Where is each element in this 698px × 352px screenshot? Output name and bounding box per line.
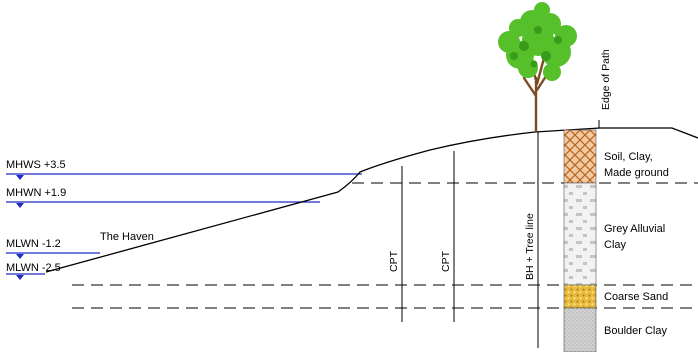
edge-of-path-label: Edge of Path (600, 49, 612, 110)
stratum-clay-fill (563, 182, 597, 286)
stratum-labels: Soil, Clay, Made ground Grey Alluvial Cl… (604, 151, 669, 337)
water-level-label-mlwn-2: MLWN -2.5 (6, 262, 61, 274)
stratum-label-soil-1: Soil, Clay, (604, 151, 653, 163)
water-level-label-mhwn: MHWN +1.9 (6, 187, 66, 199)
investigation-lines (401, 120, 600, 348)
stratum-soil-fill (563, 129, 597, 184)
stratum-label-clay-1: Grey Alluvial (604, 223, 665, 235)
water-level-triangle-icon (16, 254, 24, 259)
water-level-label-mhws: MHWS +3.5 (6, 159, 66, 171)
stratum-label-soil-2: Made ground (604, 167, 669, 179)
water-level-triangle-icon (16, 175, 24, 180)
tree-icon (498, 2, 577, 133)
stratum-boulder-fill (563, 307, 597, 352)
stratum-label-sand: Coarse Sand (604, 291, 668, 303)
water-level-triangle-icon (16, 275, 24, 280)
stratum-sand-fill (563, 284, 597, 309)
water-level-triangle-icon (16, 203, 24, 208)
water-levels: MHWS +3.5 MHWN +1.9 MLWN -1.2 MLWN -2.5 (6, 159, 362, 280)
haven-label: The Haven (100, 231, 154, 243)
water-level-label-mlwn-1: MLWN -1.2 (6, 238, 61, 250)
borehole-column (563, 129, 597, 352)
ground-profile (45, 127, 698, 273)
stratum-label-clay-2: Clay (604, 239, 627, 251)
cpt-label-2: CPT (440, 250, 452, 272)
bh-tree-label: BH + Tree line (524, 213, 536, 280)
cpt-label-1: CPT (388, 250, 400, 272)
stratum-label-boulder: Boulder Clay (604, 325, 667, 337)
